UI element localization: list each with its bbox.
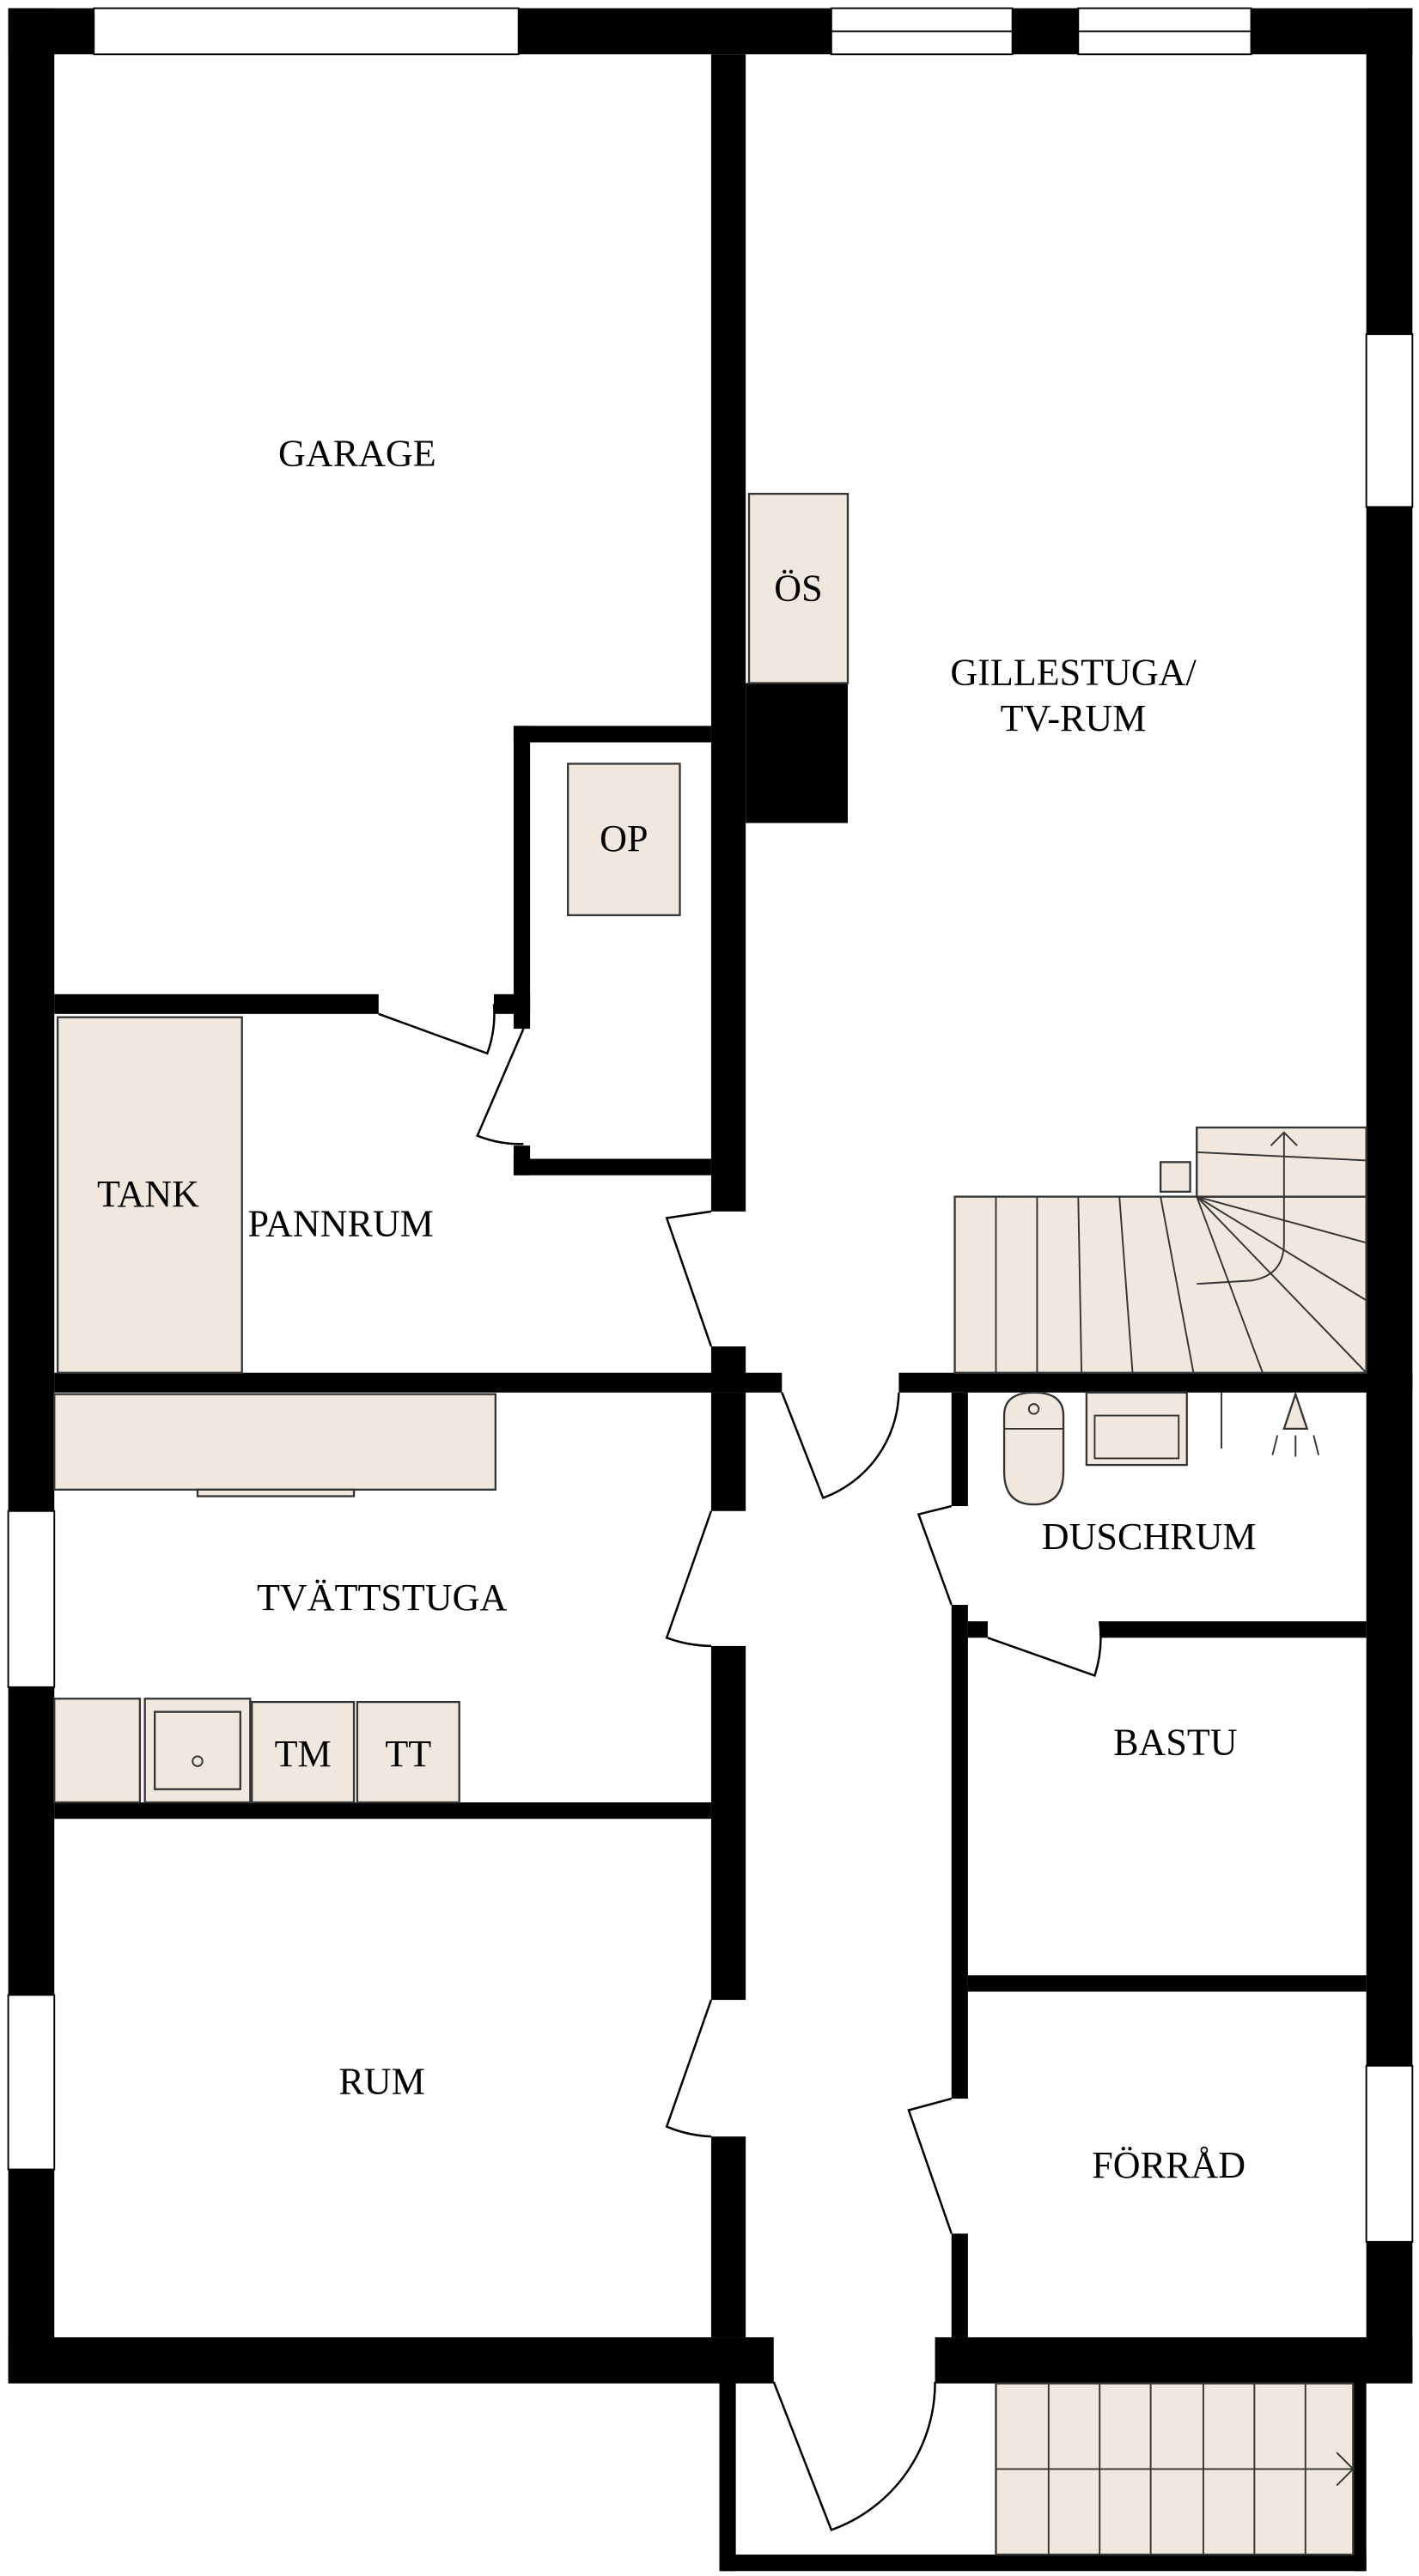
label-tm: TM	[275, 1733, 332, 1775]
window	[1365, 333, 1414, 508]
laundry-counter	[53, 1393, 497, 1491]
arrow-up-icon	[1197, 1131, 1298, 1285]
counter-edge	[196, 1488, 356, 1498]
label-tank: TANK	[97, 1173, 199, 1215]
os-fixture	[747, 492, 850, 684]
entrance-steps	[995, 2382, 1355, 2556]
washbasin-icon	[1085, 1391, 1188, 1467]
room-label-garage: GARAGE	[278, 432, 436, 474]
label-os: ÖS	[774, 568, 822, 610]
window	[7, 1510, 56, 1688]
label-tt: TT	[385, 1733, 431, 1775]
drain-icon	[192, 1755, 204, 1767]
room-label-rum: RUM	[338, 2060, 424, 2102]
op-fixture	[567, 762, 681, 916]
room-label-gillestuga: GILLESTUGA/	[950, 651, 1197, 693]
toilet-icon	[1002, 1391, 1065, 1506]
room-label-tv-rum: TV-RUM	[1001, 697, 1147, 739]
tt-fixture	[356, 1700, 460, 1804]
interior-walls	[54, 54, 1413, 2338]
room-label-duschrum: DUSCHRUM	[1042, 1516, 1257, 1558]
room-label-tvattstuga: TVÄTTSTUGA	[257, 1577, 508, 1619]
shower-icon	[1271, 1391, 1320, 1457]
window	[1365, 2064, 1414, 2243]
label-op: OP	[600, 817, 648, 860]
doors	[378, 1004, 1102, 2531]
chimney	[746, 683, 848, 823]
tank-fixture	[56, 1016, 243, 1374]
windows	[7, 7, 1414, 2243]
room-label-bastu: BASTU	[1113, 1721, 1237, 1763]
sink-basin	[153, 1710, 241, 1790]
cabinet	[53, 1698, 142, 1804]
garage-door-opening	[93, 7, 520, 56]
staircase	[953, 1126, 1367, 1374]
window	[7, 1994, 56, 2171]
room-label-forrad: FÖRRÅD	[1092, 2144, 1245, 2186]
tm-fixture	[251, 1700, 356, 1804]
room-label-pannrum: PANNRUM	[248, 1203, 434, 1245]
